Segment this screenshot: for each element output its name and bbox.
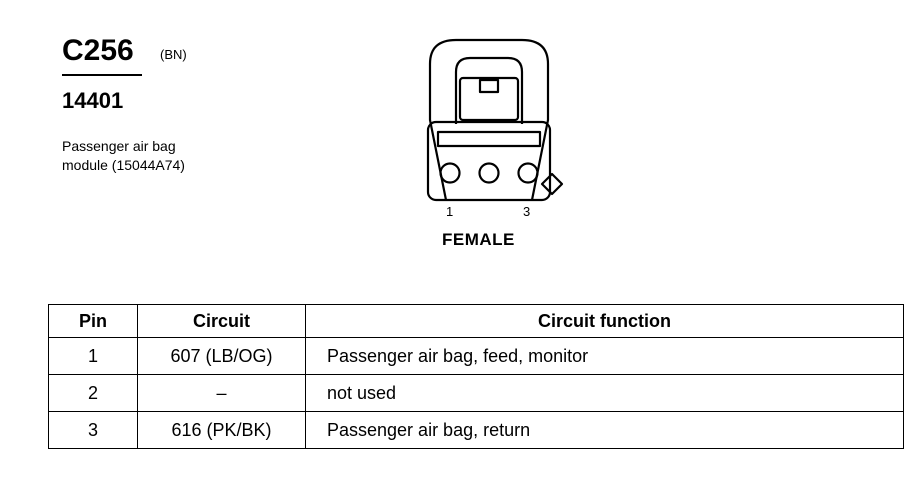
- column-header-circuit-function: Circuit function: [305, 304, 904, 338]
- connector-lock-hood: [428, 38, 550, 201]
- circuit-function-cell: Passenger air bag, feed, monitor: [305, 337, 904, 375]
- component-description-line: Passenger air bag: [62, 138, 176, 154]
- connector-key: [540, 172, 564, 196]
- pin-cell: 3: [48, 411, 138, 449]
- pinout-table: Pin Circuit Circuit function 1 607 (LB/O…: [48, 304, 904, 449]
- column-header-pin: Pin: [48, 304, 138, 338]
- pin-cell: 1: [48, 337, 138, 375]
- table-header-row: Pin Circuit Circuit function: [48, 304, 904, 338]
- connector-body: [426, 120, 552, 202]
- connector-latch-tab: [478, 78, 500, 94]
- circuit-cell: 616 (PK/BK): [137, 411, 306, 449]
- table-row: 2 – not used: [48, 374, 904, 412]
- table-row: 3 616 (PK/BK) Passenger air bag, return: [48, 411, 904, 449]
- connector-gender-label: FEMALE: [442, 230, 515, 249]
- pin-label-1: 1: [446, 204, 454, 219]
- pin-cavity-3: [517, 162, 539, 184]
- circuit-function-cell: not used: [305, 374, 904, 412]
- component-description-line: module (15044A74): [62, 157, 185, 173]
- circuit-cell: 607 (LB/OG): [137, 337, 306, 375]
- connector-face-drawing: [426, 38, 564, 202]
- connector-inner-hood: [454, 56, 524, 124]
- connector-id: C256: [62, 34, 134, 67]
- part-number: 14401: [62, 88, 124, 113]
- connector-color-code: (BN): [160, 47, 187, 62]
- circuit-cell: –: [137, 374, 306, 412]
- title-underline: [62, 74, 142, 76]
- connector-latch: [458, 76, 520, 122]
- circuit-function-cell: Passenger air bag, return: [305, 411, 904, 449]
- connector-slot: [436, 130, 542, 148]
- column-header-circuit: Circuit: [137, 304, 306, 338]
- pin-cavity-2: [478, 162, 500, 184]
- pin-cell: 2: [48, 374, 138, 412]
- table-row: 1 607 (LB/OG) Passenger air bag, feed, m…: [48, 337, 904, 375]
- pin-label-3: 3: [523, 204, 531, 219]
- component-description: Passenger air bag module (15044A74): [62, 137, 262, 175]
- pin-cavity-1: [439, 162, 461, 184]
